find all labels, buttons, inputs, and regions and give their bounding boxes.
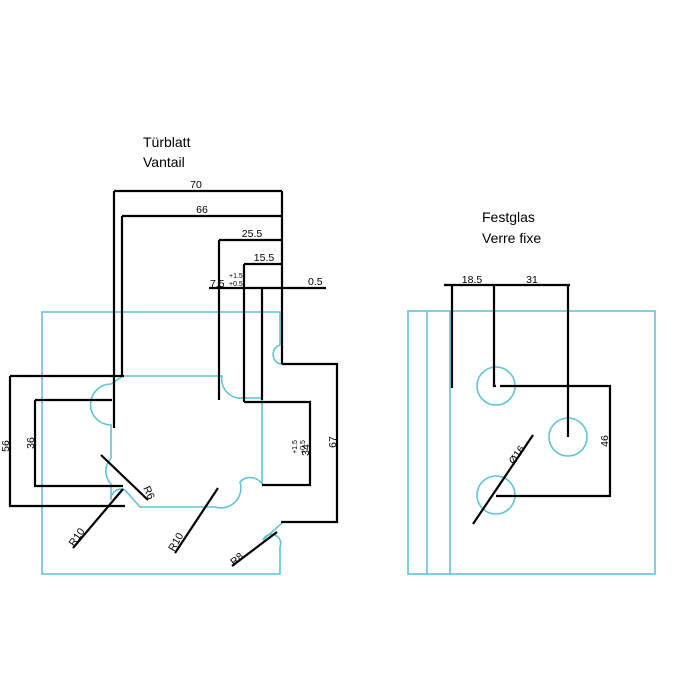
- dim-31-label: 31: [526, 274, 538, 286]
- door-leaf-title-de: Türblatt: [143, 134, 191, 150]
- fixed-glass-panel: [407, 310, 656, 575]
- dim-46-label: 46: [599, 435, 611, 447]
- dim-34-label: 34: [300, 444, 312, 456]
- door-leaf-cutout-outline: [89, 375, 263, 509]
- door-leaf-title-fr: Vantail: [143, 154, 185, 170]
- door-leaf-view: Türblatt Vantail 70 66 25.5 15.5 7.5 +1.…: [0, 134, 339, 575]
- r10-left-label: R10: [67, 526, 88, 549]
- dim-36-label: 36: [25, 437, 37, 449]
- dim-25-5-label: 25.5: [242, 228, 263, 240]
- dim-70-label: 70: [190, 179, 202, 191]
- dim-line-67: [281, 362, 339, 524]
- dim-line-46: [496, 384, 612, 498]
- fixed-glass-title-fr: Verre fixe: [482, 230, 541, 246]
- dim-0-5-label: 0.5: [308, 276, 323, 288]
- dim-line-36: [33, 400, 123, 488]
- r8-label: R8: [228, 550, 246, 568]
- leader-r8: [231, 531, 278, 567]
- leader-r10-mid: [174, 487, 219, 554]
- leader-r10-left: [72, 488, 124, 549]
- dim-line-34: [244, 400, 312, 487]
- leader-r6: [100, 454, 149, 501]
- ext-line-31: [492, 285, 496, 388]
- fixed-glass-view: Festglas Verre fixe 18.5 31 46 Ø16: [407, 209, 656, 575]
- dim-7-5-label: 7.5: [210, 278, 225, 290]
- dim-66-label: 66: [196, 204, 208, 216]
- dim-34-tol-minus: +0.5: [300, 440, 307, 454]
- dim-18-5-label: 18.5: [462, 274, 483, 286]
- door-leaf-glass-outline: [41, 311, 338, 575]
- fixed-glass-title-de: Festglas: [482, 209, 535, 225]
- dim-15-5-label: 15.5: [254, 252, 275, 264]
- dim-7-5-tol-minus: +0.5: [229, 281, 243, 288]
- dim-67-label: 67: [327, 436, 339, 448]
- r6-label: R6: [140, 484, 157, 501]
- dim-line-56: [8, 376, 125, 508]
- dim-56-label: 56: [0, 440, 12, 452]
- leader-dia16: [472, 434, 534, 525]
- dim-7-5-tol-plus: +1.5: [229, 273, 243, 280]
- dim-34-tol-plus: +1.5: [292, 440, 299, 454]
